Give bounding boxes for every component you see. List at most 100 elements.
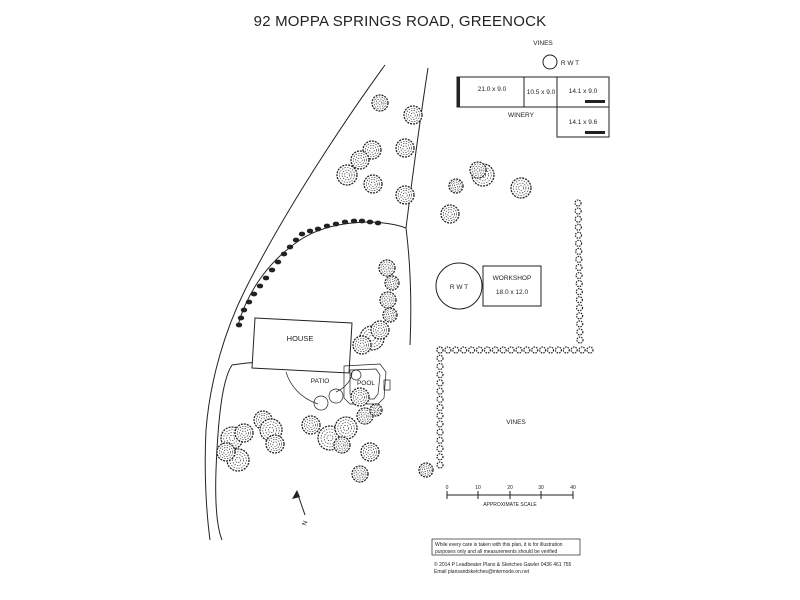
shed-complex: 21.0 x 9.0 10.5 x 9.0 14.1 x 9.0 14.1 x … [456, 76, 610, 138]
vine-icon [574, 223, 582, 231]
scale-caption: APPROXIMATE SCALE [483, 502, 537, 508]
hedge-shrub-icon [240, 307, 248, 313]
vine-icon [586, 346, 594, 354]
disclaimer-box [431, 538, 581, 556]
vine-icon [574, 199, 582, 207]
hedge-shrub-icon [314, 226, 322, 232]
hedge-shrub-icon [366, 219, 374, 225]
vine-icon [574, 215, 582, 223]
hedge-shrub-icon [268, 267, 276, 273]
vine-icon [575, 255, 583, 264]
vine-icon [436, 379, 444, 387]
vine-icon [436, 395, 444, 403]
hedge-shrub-icon [358, 218, 366, 224]
vine-icon [576, 312, 584, 320]
hedge-shrub-icon [286, 244, 294, 250]
north-label: N [301, 520, 309, 527]
vine-icon [475, 346, 484, 354]
tree-icon [371, 94, 389, 112]
hedge-shrub-icon [262, 275, 270, 281]
credit-line-2: Email plansandsketches@internode.on.net [434, 569, 530, 575]
vine-icon [523, 346, 531, 354]
tree-icon [395, 138, 415, 158]
tree-icon [384, 275, 400, 291]
vine-icon [483, 346, 491, 354]
vine-icon [436, 346, 444, 354]
hedge-shrub-icon [235, 322, 243, 328]
rainwater-tank-top [542, 54, 558, 70]
vine-icon [436, 403, 444, 412]
vine-icon [436, 461, 444, 469]
vines-top-label: VINES [533, 40, 553, 47]
pool-label: POOL [357, 380, 375, 387]
tree-icon [370, 320, 390, 340]
vine-icon [507, 346, 515, 354]
shed-a-size: 21.0 x 9.0 [478, 86, 507, 93]
hedge-shrub-icon [306, 228, 314, 234]
hedge-shrub-icon [298, 231, 306, 237]
tree-icon [360, 442, 380, 462]
hedge-shrub-icon [332, 221, 340, 227]
tree-icon [510, 177, 532, 199]
vine-icon [554, 346, 563, 354]
tree-icon [333, 436, 351, 454]
vine-icon [460, 346, 468, 354]
vine-icon [436, 412, 444, 420]
vine-icon [444, 346, 452, 354]
vine-icon [436, 436, 444, 444]
patio-label: PATIO [311, 378, 330, 385]
hedge-shrub-icon [374, 220, 382, 226]
tree-icon [350, 150, 370, 170]
rwt-top-label: R W T [561, 60, 579, 67]
tree-icon [378, 259, 396, 277]
tree-icon [216, 442, 236, 462]
vine-icon [574, 239, 583, 247]
tree-icon [356, 407, 374, 425]
vine-icon [575, 271, 583, 280]
hedge-shrub-icon [280, 251, 288, 257]
disclaimer-line-2: purposes only and all measurements shoul… [435, 549, 558, 555]
scale-bar: 0 10 20 30 40 APPROXIMATE SCALE [446, 485, 576, 508]
tree-icon [234, 423, 254, 443]
house-label: HOUSE [287, 334, 314, 343]
hedge-shrub-icon [323, 223, 331, 229]
vine-icon [570, 346, 578, 354]
tree-icon [334, 416, 358, 440]
hedge-shrub-icon [274, 259, 282, 265]
vine-icon [531, 346, 539, 354]
workshop-size: 18.0 x 12.0 [496, 289, 529, 296]
tree-icon [379, 291, 397, 309]
scale-tick-30: 30 [538, 485, 544, 491]
vine-icon [539, 346, 547, 354]
rainwater-tank-mid [435, 262, 483, 310]
tree-icon [403, 105, 423, 125]
vine-icon [575, 263, 583, 272]
shed-b-size: 10.5 x 9.0 [527, 89, 556, 96]
shed-c-size: 14.1 x 9.0 [569, 88, 598, 95]
vine-icon [436, 354, 444, 362]
tree-icon [448, 178, 464, 194]
hedge-shrub-icon [256, 283, 264, 289]
credit-line-1: © 2014 P Leadbeater Plans & Sketches Gaw… [434, 561, 572, 568]
tree-icon [440, 204, 460, 224]
vine-icon [491, 346, 499, 354]
tree-icon [352, 335, 372, 355]
vine-icon [499, 346, 507, 354]
shed-d-size: 14.1 x 9.6 [569, 119, 598, 126]
vine-icon [576, 328, 584, 336]
trees [216, 94, 532, 483]
vine-icon [436, 428, 444, 436]
winery-label: WINERY [508, 112, 535, 119]
tree-icon [395, 185, 415, 205]
vine-icon [578, 346, 586, 354]
scale-tick-40: 40 [570, 485, 576, 491]
tree-icon [369, 403, 383, 417]
rwt-mid-label: R W T [450, 284, 468, 291]
workshop-label: WORKSHOP [493, 275, 532, 282]
tree-icon [362, 140, 382, 160]
hedge-shrub-icon [292, 237, 300, 243]
vine-icon [436, 420, 444, 428]
vine-icon [574, 207, 582, 215]
vine-icon [575, 304, 584, 312]
